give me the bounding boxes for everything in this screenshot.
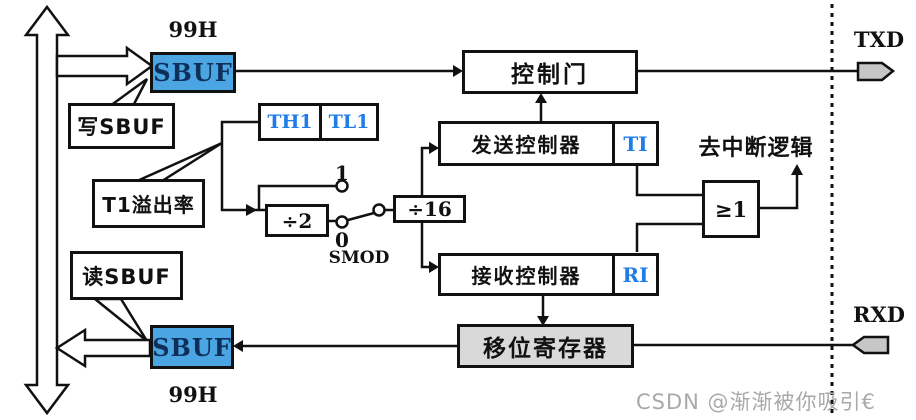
receive-controller-cell: 接收控制器 bbox=[441, 256, 615, 293]
bus-to-sbuf-hollow-arrow bbox=[55, 45, 155, 87]
sbuf-receive-buffer-box: SBUF bbox=[150, 325, 234, 369]
divide-by-16-label: ÷16 bbox=[407, 197, 452, 221]
switch-position-0-label: 0 bbox=[335, 228, 349, 252]
rxd-pin-label: RXD bbox=[853, 301, 905, 327]
sbuf-to-bus-hollow-arrow bbox=[54, 327, 152, 369]
switch-contact-0 bbox=[335, 215, 349, 229]
switch-position-1-label: 1 bbox=[335, 161, 349, 185]
t1-overflow-rate-label: T1溢出率 bbox=[102, 193, 195, 217]
receive-controller-label: 接收控制器 bbox=[471, 264, 582, 288]
to-interrupt-logic-label: 去中断逻辑 bbox=[698, 136, 814, 161]
read-sbuf-box: 读SBUF bbox=[70, 251, 183, 300]
rxd-pin-connector bbox=[850, 335, 890, 355]
sbuf-transmit-buffer-label: SBUF bbox=[153, 58, 233, 87]
div16-to-rx-wire bbox=[420, 223, 429, 269]
or-gate-label: ≥1 bbox=[714, 196, 748, 222]
sbuf-address-label-top: 99H bbox=[168, 16, 218, 42]
csdn-watermark: CSDN @渐渐被你吸引€ bbox=[636, 390, 876, 414]
smod-switch-arm bbox=[347, 211, 375, 222]
or-gate-box: ≥1 bbox=[702, 180, 760, 238]
ri-flag-label: RI bbox=[622, 262, 649, 287]
read-sbuf-callout-tail bbox=[91, 297, 149, 342]
read-sbuf-label: 读SBUF bbox=[82, 264, 171, 289]
switch-position1-branch-wire bbox=[257, 184, 336, 210]
switch-contact-1 bbox=[335, 179, 349, 193]
ti-flag-label: TI bbox=[623, 131, 648, 156]
transmit-controller-cell: 发送控制器 bbox=[441, 124, 615, 163]
divide-by-2-label: ÷2 bbox=[281, 208, 313, 233]
div16-to-tx-wire bbox=[420, 146, 429, 195]
arrowhead-into-gate bbox=[453, 65, 463, 77]
control-gate-box: 控制门 bbox=[462, 50, 638, 94]
internal-bus-double-arrow-shape bbox=[23, 4, 71, 416]
switch-pole-contact bbox=[372, 203, 386, 217]
th1-register-cell: TH1 bbox=[261, 106, 322, 138]
smod-label: SMOD bbox=[328, 248, 390, 268]
sbuf-transmit-buffer-box: SBUF bbox=[150, 52, 236, 93]
control-gate-label: 控制门 bbox=[511, 62, 589, 88]
ti-to-or-wire bbox=[635, 166, 702, 197]
divide-by-2-box: ÷2 bbox=[265, 204, 329, 237]
sbuf-address-label-bottom: 99H bbox=[168, 381, 218, 407]
divide-by-16-box: ÷16 bbox=[393, 195, 466, 223]
arrowhead-rx-to-shift bbox=[537, 316, 549, 326]
tl1-register-label: TL1 bbox=[328, 111, 370, 133]
ti-flag-cell: TI bbox=[615, 124, 656, 163]
txd-pin-connector bbox=[856, 61, 896, 82]
th1-register-label: TH1 bbox=[267, 111, 313, 133]
ri-to-or-wire bbox=[635, 222, 702, 252]
arrowhead-tx-to-gate bbox=[535, 93, 547, 103]
timer1-registers-box: TH1 TL1 bbox=[258, 103, 379, 141]
t1-overflow-rate-box: T1溢出率 bbox=[92, 179, 205, 228]
shift-register-box: 移位寄存器 bbox=[457, 324, 634, 368]
tl1-register-cell: TL1 bbox=[322, 106, 376, 138]
arrowhead-into-switch bbox=[246, 204, 257, 216]
transmit-controller-label: 发送控制器 bbox=[471, 133, 582, 157]
receive-controller-box: 接收控制器 RI bbox=[438, 253, 659, 296]
txd-pin-label: TXD bbox=[853, 26, 905, 52]
ri-flag-cell: RI bbox=[615, 256, 656, 293]
sbuf-receive-buffer-label: SBUF bbox=[152, 332, 232, 362]
or-to-interrupt-wire bbox=[760, 174, 799, 210]
write-sbuf-box: 写SBUF bbox=[68, 103, 175, 149]
arrowhead-or-to-interrupt bbox=[791, 164, 803, 175]
arrowhead-into-tx bbox=[429, 142, 439, 154]
arrowhead-into-rx bbox=[429, 261, 439, 273]
timer-to-switch-wire bbox=[220, 120, 265, 212]
write-sbuf-label: 写SBUF bbox=[77, 115, 166, 139]
transmit-controller-box: 发送控制器 TI bbox=[438, 121, 659, 166]
shift-register-label: 移位寄存器 bbox=[483, 336, 608, 362]
arrowhead-shift-to-sbuf bbox=[233, 340, 243, 352]
